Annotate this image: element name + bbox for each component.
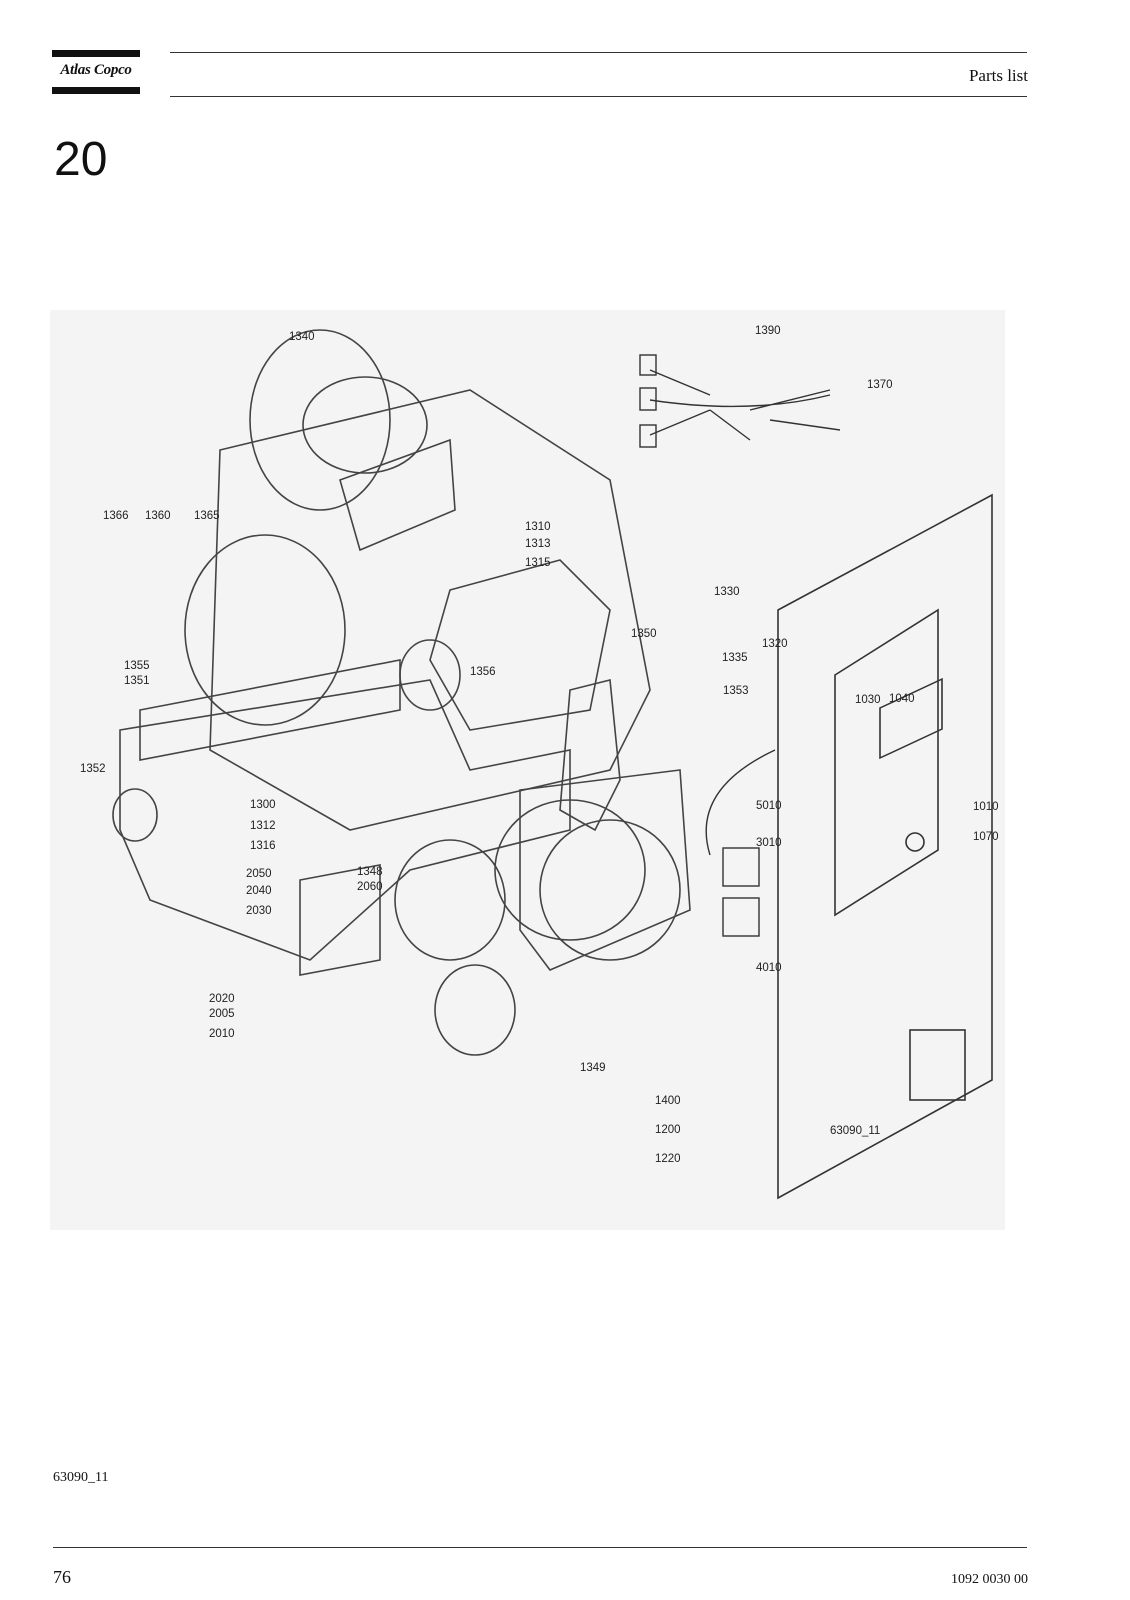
callout-1310: 1310 bbox=[525, 521, 551, 533]
section-number: 20 bbox=[54, 133, 108, 186]
drawing-reference: 63090_11 bbox=[53, 1470, 109, 1485]
harness-connector-2 bbox=[639, 387, 657, 411]
header-rule-top bbox=[170, 52, 1027, 53]
relay-4010 bbox=[722, 897, 760, 937]
cable-harness bbox=[639, 354, 841, 448]
inlet-housing bbox=[339, 438, 456, 552]
callout-1320: 1320 bbox=[762, 638, 788, 650]
cooler-housing bbox=[539, 819, 681, 961]
logo-bar-bottom bbox=[52, 87, 140, 94]
drawing-figure-ref: 63090_11 bbox=[830, 1125, 880, 1137]
pump-head bbox=[399, 639, 461, 711]
page-number: 76 bbox=[53, 1567, 71, 1587]
callout-1390: 1390 bbox=[755, 325, 781, 337]
valve-body bbox=[519, 769, 691, 971]
callout-2050: 2050 bbox=[246, 868, 272, 880]
harness-trunk bbox=[649, 369, 841, 441]
callout-2005: 2005 bbox=[209, 1008, 235, 1020]
callout-1351: 1351 bbox=[124, 675, 150, 687]
exploded-parts-drawing: 1340 1390 1370 1366 1360 1365 1310 1313 1315 1330… bbox=[50, 310, 1005, 1230]
callout-1010: 1010 bbox=[973, 801, 999, 813]
harness-connector-3 bbox=[639, 424, 657, 448]
callout-1312: 1312 bbox=[250, 820, 276, 832]
inlet-flange bbox=[302, 376, 428, 474]
cable-5010 bbox=[705, 749, 776, 856]
motor-flange bbox=[249, 329, 391, 511]
callout-1030: 1030 bbox=[855, 694, 881, 706]
callout-4010: 4010 bbox=[756, 962, 782, 974]
header-title: Parts list bbox=[968, 66, 1028, 85]
callout-2030: 2030 bbox=[246, 905, 272, 917]
callout-1335: 1335 bbox=[722, 652, 748, 664]
elbow-flange-3 bbox=[434, 964, 516, 1056]
callout-1315: 1315 bbox=[525, 557, 551, 569]
callout-5010: 5010 bbox=[756, 800, 782, 812]
logo-bar-top bbox=[52, 50, 140, 57]
callout-labels: 1340 1390 1370 1366 1360 1365 1310 1313 1315 1330… bbox=[80, 325, 999, 1165]
callout-1070: 1070 bbox=[973, 831, 999, 843]
document-number: 1092 0030 00 bbox=[951, 1572, 1028, 1587]
manifold-block bbox=[299, 864, 381, 976]
callout-2060: 2060 bbox=[357, 881, 383, 893]
frame-channel bbox=[139, 659, 401, 761]
callout-1400: 1400 bbox=[655, 1095, 681, 1107]
door-opening bbox=[834, 608, 939, 917]
footer-rule bbox=[53, 1547, 1027, 1548]
machine-sketch bbox=[112, 329, 691, 1056]
door-outline bbox=[777, 493, 993, 1200]
callout-1040: 1040 bbox=[889, 693, 915, 705]
callout-1340: 1340 bbox=[289, 331, 315, 343]
callout-1356: 1356 bbox=[470, 666, 496, 678]
callout-3010: 3010 bbox=[756, 837, 782, 849]
logo-wordmark: Atlas Copco bbox=[60, 62, 132, 78]
header-rule-bottom bbox=[170, 96, 1027, 97]
callout-1366: 1366 bbox=[103, 510, 129, 522]
manifold-port bbox=[112, 788, 158, 842]
callout-1370: 1370 bbox=[867, 379, 893, 391]
motor-end-cover bbox=[184, 534, 346, 726]
control-panel-door bbox=[777, 493, 993, 1200]
drawing-svg: 1340 1390 1370 1366 1360 1365 1310 1313 1315 1330… bbox=[80, 325, 999, 1200]
door-knob bbox=[905, 832, 925, 852]
callout-1353: 1353 bbox=[723, 685, 749, 697]
elbow-flange-2 bbox=[494, 799, 646, 941]
callout-2040: 2040 bbox=[246, 885, 272, 897]
callout-1300: 1300 bbox=[250, 799, 276, 811]
callout-1348: 1348 bbox=[357, 866, 383, 878]
callout-1352: 1352 bbox=[80, 763, 106, 775]
callout-1220: 1220 bbox=[655, 1153, 681, 1165]
relay-3010 bbox=[722, 847, 760, 887]
relay-modules bbox=[705, 749, 776, 937]
gearbox bbox=[429, 559, 611, 731]
elbow-flange-1 bbox=[394, 839, 506, 961]
callout-1365: 1365 bbox=[194, 510, 220, 522]
atlas-copco-logo: Atlas Copco bbox=[52, 50, 140, 94]
callout-1360: 1360 bbox=[145, 510, 171, 522]
callout-2020: 2020 bbox=[209, 993, 235, 1005]
callout-1349: 1349 bbox=[580, 1062, 606, 1074]
callout-2010: 2010 bbox=[209, 1028, 235, 1040]
door-label-plate bbox=[909, 1029, 966, 1101]
discharge-pipe bbox=[559, 678, 621, 832]
callout-1355: 1355 bbox=[124, 660, 150, 672]
base-frame bbox=[119, 679, 571, 961]
motor-body bbox=[209, 389, 651, 831]
callout-1330: 1330 bbox=[714, 586, 740, 598]
callout-1200: 1200 bbox=[655, 1124, 681, 1136]
harness-connector-1 bbox=[639, 354, 657, 376]
display-module bbox=[879, 677, 943, 760]
callout-1316: 1316 bbox=[250, 840, 276, 852]
callout-1313: 1313 bbox=[525, 538, 551, 550]
callout-1350: 1350 bbox=[631, 628, 657, 640]
